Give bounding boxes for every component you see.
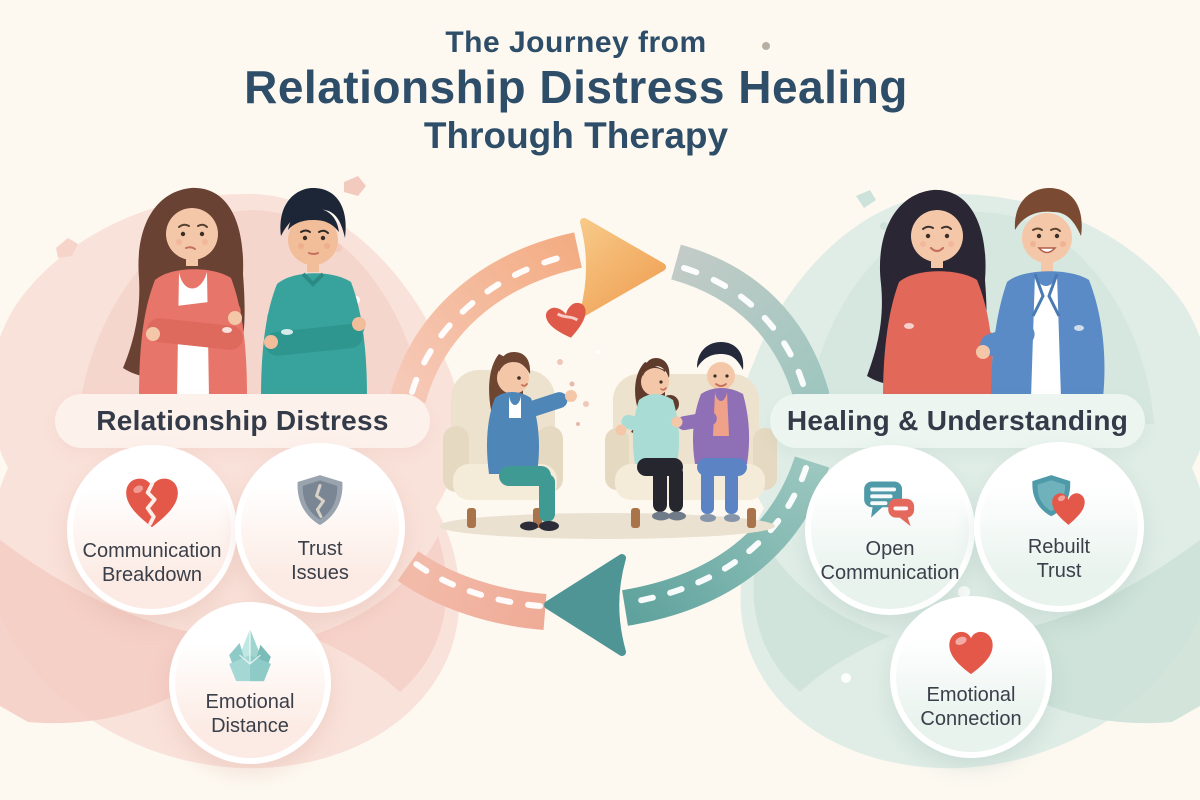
bubble-label: Emotional Distance [205,691,295,737]
bubble-label: Rebuilt Trust [1027,536,1091,582]
title-line-3: Through Therapy [423,114,729,156]
arrow-bottom [397,456,830,656]
cracked-shield-icon [297,475,343,526]
arrow-left-icon [544,554,626,656]
bubble-emotional-distance: Emotional Distance [169,602,331,764]
bubble-label: Open Communication [820,538,960,584]
distressed-man [261,188,367,398]
bubble-trust-issues: Trust Issues [235,443,405,613]
bubble-emotional-connection: Emotional Connection [890,596,1052,758]
bubble-label: Emotional Connection [920,684,1022,730]
speech-bubbles-icon [864,481,915,527]
ice-crystal-icon [229,629,271,682]
bubble-open-communication: Open Communication [805,445,975,615]
sofa-man [671,342,750,522]
reconciled-couple-illustration [867,188,1105,398]
distressed-woman [123,187,247,398]
therapy-session-illustration [439,342,777,539]
distressed-couple-illustration [123,187,367,398]
floor-shadow [439,513,775,539]
broken-heart-icon [126,478,178,528]
page-title: The Journey from Relationship Distress H… [0,26,1176,156]
healed-man [976,188,1105,398]
journey-arrows [390,218,830,656]
healing-section-heading: Healing & Understanding [770,394,1145,448]
title-line-1: The Journey from [445,26,707,59]
bubble-communication-breakdown: Communication Breakdown [67,445,237,615]
arrow-right-icon [580,218,666,316]
shield-heart-icon [1032,475,1085,526]
therapist [487,352,577,531]
bubble-label: Communication Breakdown [82,540,222,586]
title-line-2: Relationship Distress Healing [244,61,908,113]
heart-icon [949,632,993,675]
couple-sofa [605,374,777,528]
healed-woman [867,189,1022,398]
bubble-rebuilt-trust: Rebuilt Trust [974,442,1144,612]
bubble-label: Trust Issues [291,538,349,584]
distress-section-heading: Relationship Distress [55,394,430,448]
sofa-woman [615,358,686,521]
